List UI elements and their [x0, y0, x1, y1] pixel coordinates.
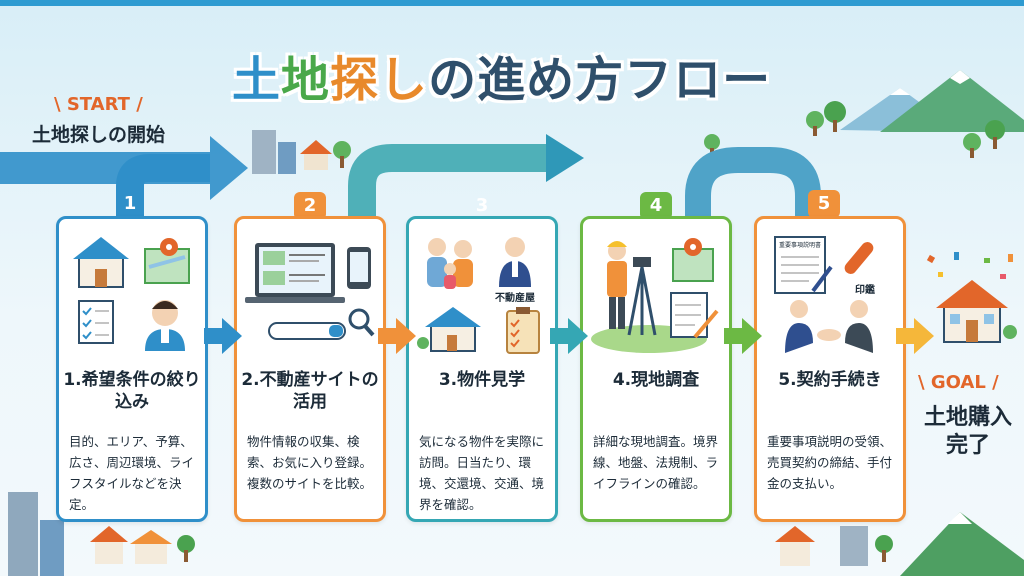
- step-card-4: 4.現地調査 詳細な現地調査。境界線、地盤、法規制、ライフラインの確認。: [580, 216, 732, 522]
- step-4-illustration: [591, 238, 719, 353]
- start-label: 土地探しの開始: [32, 124, 166, 146]
- clipboard-icon: [506, 307, 540, 354]
- search-bar: [268, 322, 346, 340]
- search-icon: [348, 308, 375, 337]
- step-arrow-1-2: [204, 318, 242, 354]
- step-2-description: 物件情報の収集、検索、お気に入り登録。複数のサイトを比較。: [247, 434, 373, 491]
- family-icon: [427, 238, 473, 289]
- step-card-3: 不動産屋 3.物件見学 気になる物件を実際に訪問。日当たり、環境、交還境、交通、…: [406, 216, 558, 522]
- mountain-snow: [890, 88, 910, 95]
- title-char: 探: [330, 52, 380, 108]
- step-number-1: 1: [123, 193, 137, 214]
- title-char: 地: [281, 52, 331, 108]
- step-arrow-5-goal: [896, 318, 934, 354]
- tree-icon: [963, 133, 981, 151]
- handshake-icon: [785, 300, 873, 353]
- goal-house-illustration: [926, 252, 1017, 343]
- mountain-shape: [900, 512, 1024, 576]
- title-char: し: [379, 52, 429, 108]
- step-card-1: 1.希望条件の絞り込み 目的、エリア、予算、広さ、周辺環境、ライフスタイルなどを…: [56, 216, 208, 522]
- step-3-illustration: 不動産屋: [417, 237, 540, 354]
- step-number-4: 4: [640, 192, 672, 220]
- map-pin-icon: [672, 238, 714, 282]
- step-1-description: 目的、エリア、予算、広さ、周辺環境、ライフスタイルなどを決定。: [69, 434, 195, 512]
- step-4-description: 詳細な現地調査。境界線、地盤、法規制、ライフラインの確認。: [593, 434, 719, 491]
- step-5-illustration: 重要事項説明書 印鑑: [774, 236, 875, 353]
- map-pin-icon: [144, 238, 190, 284]
- step-3-description: 気になる物件を実際に訪問。日当たり、環境、交還境、交通、境界を確認。: [419, 434, 545, 512]
- step-number-3: 3: [475, 195, 489, 216]
- step-number-2: 2: [294, 192, 326, 220]
- step-1-illustration: [73, 237, 190, 351]
- tree-icon: [333, 141, 351, 159]
- person-icon: [145, 300, 185, 351]
- smartphone-icon: [347, 247, 371, 289]
- seal-stamp-icon: [844, 242, 874, 274]
- step-arrow-3-4: [550, 318, 588, 354]
- tree-icon: [985, 120, 1005, 140]
- page-title: 土地探しの進め方フロー: [232, 40, 792, 108]
- mountain-snow: [950, 70, 970, 84]
- step-arrow-2-3: [378, 318, 416, 354]
- connector-arch: [116, 154, 210, 216]
- start-tag: \ START /: [54, 94, 143, 115]
- step-2-illustration: [245, 243, 375, 340]
- connector-arrow-head: [546, 134, 584, 182]
- building-icon: [40, 520, 64, 576]
- goal-tag: \ GOAL /: [918, 372, 999, 393]
- step-card-2: 2.不動産サイトの活用 物件情報の収集、検索、お気に入り登録。複数のサイトを比較…: [234, 216, 386, 522]
- tree-icon: [824, 101, 846, 123]
- house-icon: [73, 237, 129, 288]
- house-icon: [135, 542, 167, 564]
- agent-label: 不動産屋: [495, 291, 535, 304]
- top-accent-bar: [0, 0, 1024, 6]
- step-number-5: 5: [808, 190, 840, 218]
- house-icon: [780, 540, 810, 566]
- tripod-icon: [627, 257, 657, 336]
- connector-arch: [685, 147, 821, 216]
- step-5-heading: 5.契約手続き: [778, 370, 882, 390]
- step-3-heading: 3.物件見学: [438, 370, 526, 390]
- step-1-heading: 1.希望条件の絞り込み: [63, 370, 201, 412]
- building-icon: [252, 130, 276, 174]
- tree-icon: [806, 111, 824, 129]
- goal-label: 土地購入完了: [923, 405, 1012, 458]
- step-5-description: 重要事項説明の受領、売買契約の締結、手付金の支払い。: [767, 434, 893, 491]
- house-icon: [95, 540, 123, 564]
- tree-icon: [177, 535, 195, 553]
- document-icon: 重要事項説明書: [774, 236, 833, 294]
- notepad-icon: [670, 292, 719, 339]
- step-card-5: 重要事項説明書 印鑑 5.契約手続き 重要事項説明の受領、売買契約の締結、手付金…: [754, 216, 906, 522]
- building-icon: [8, 492, 38, 576]
- mountain-shape: [880, 70, 1024, 132]
- building-icon: [278, 142, 296, 174]
- checklist-icon: [78, 300, 114, 344]
- house-icon: [304, 152, 328, 170]
- agent-icon: [499, 237, 531, 287]
- title-char: 土: [232, 52, 282, 108]
- tree-icon: [704, 134, 720, 150]
- connector-arch: [348, 144, 548, 216]
- tree-icon: [875, 535, 893, 553]
- surveyor-icon: [607, 241, 627, 329]
- title-rest: の進め方フロー: [428, 52, 772, 108]
- document-label: 重要事項説明書: [779, 241, 821, 249]
- seal-label: 印鑑: [855, 283, 875, 296]
- step-2-heading: 2.不動産サイトの活用: [241, 370, 379, 412]
- step-4-heading: 4.現地調査: [612, 370, 700, 390]
- step-arrow-4-5: [724, 318, 762, 354]
- building-icon: [840, 526, 868, 566]
- house-icon: [417, 307, 481, 352]
- laptop-icon: [245, 243, 345, 303]
